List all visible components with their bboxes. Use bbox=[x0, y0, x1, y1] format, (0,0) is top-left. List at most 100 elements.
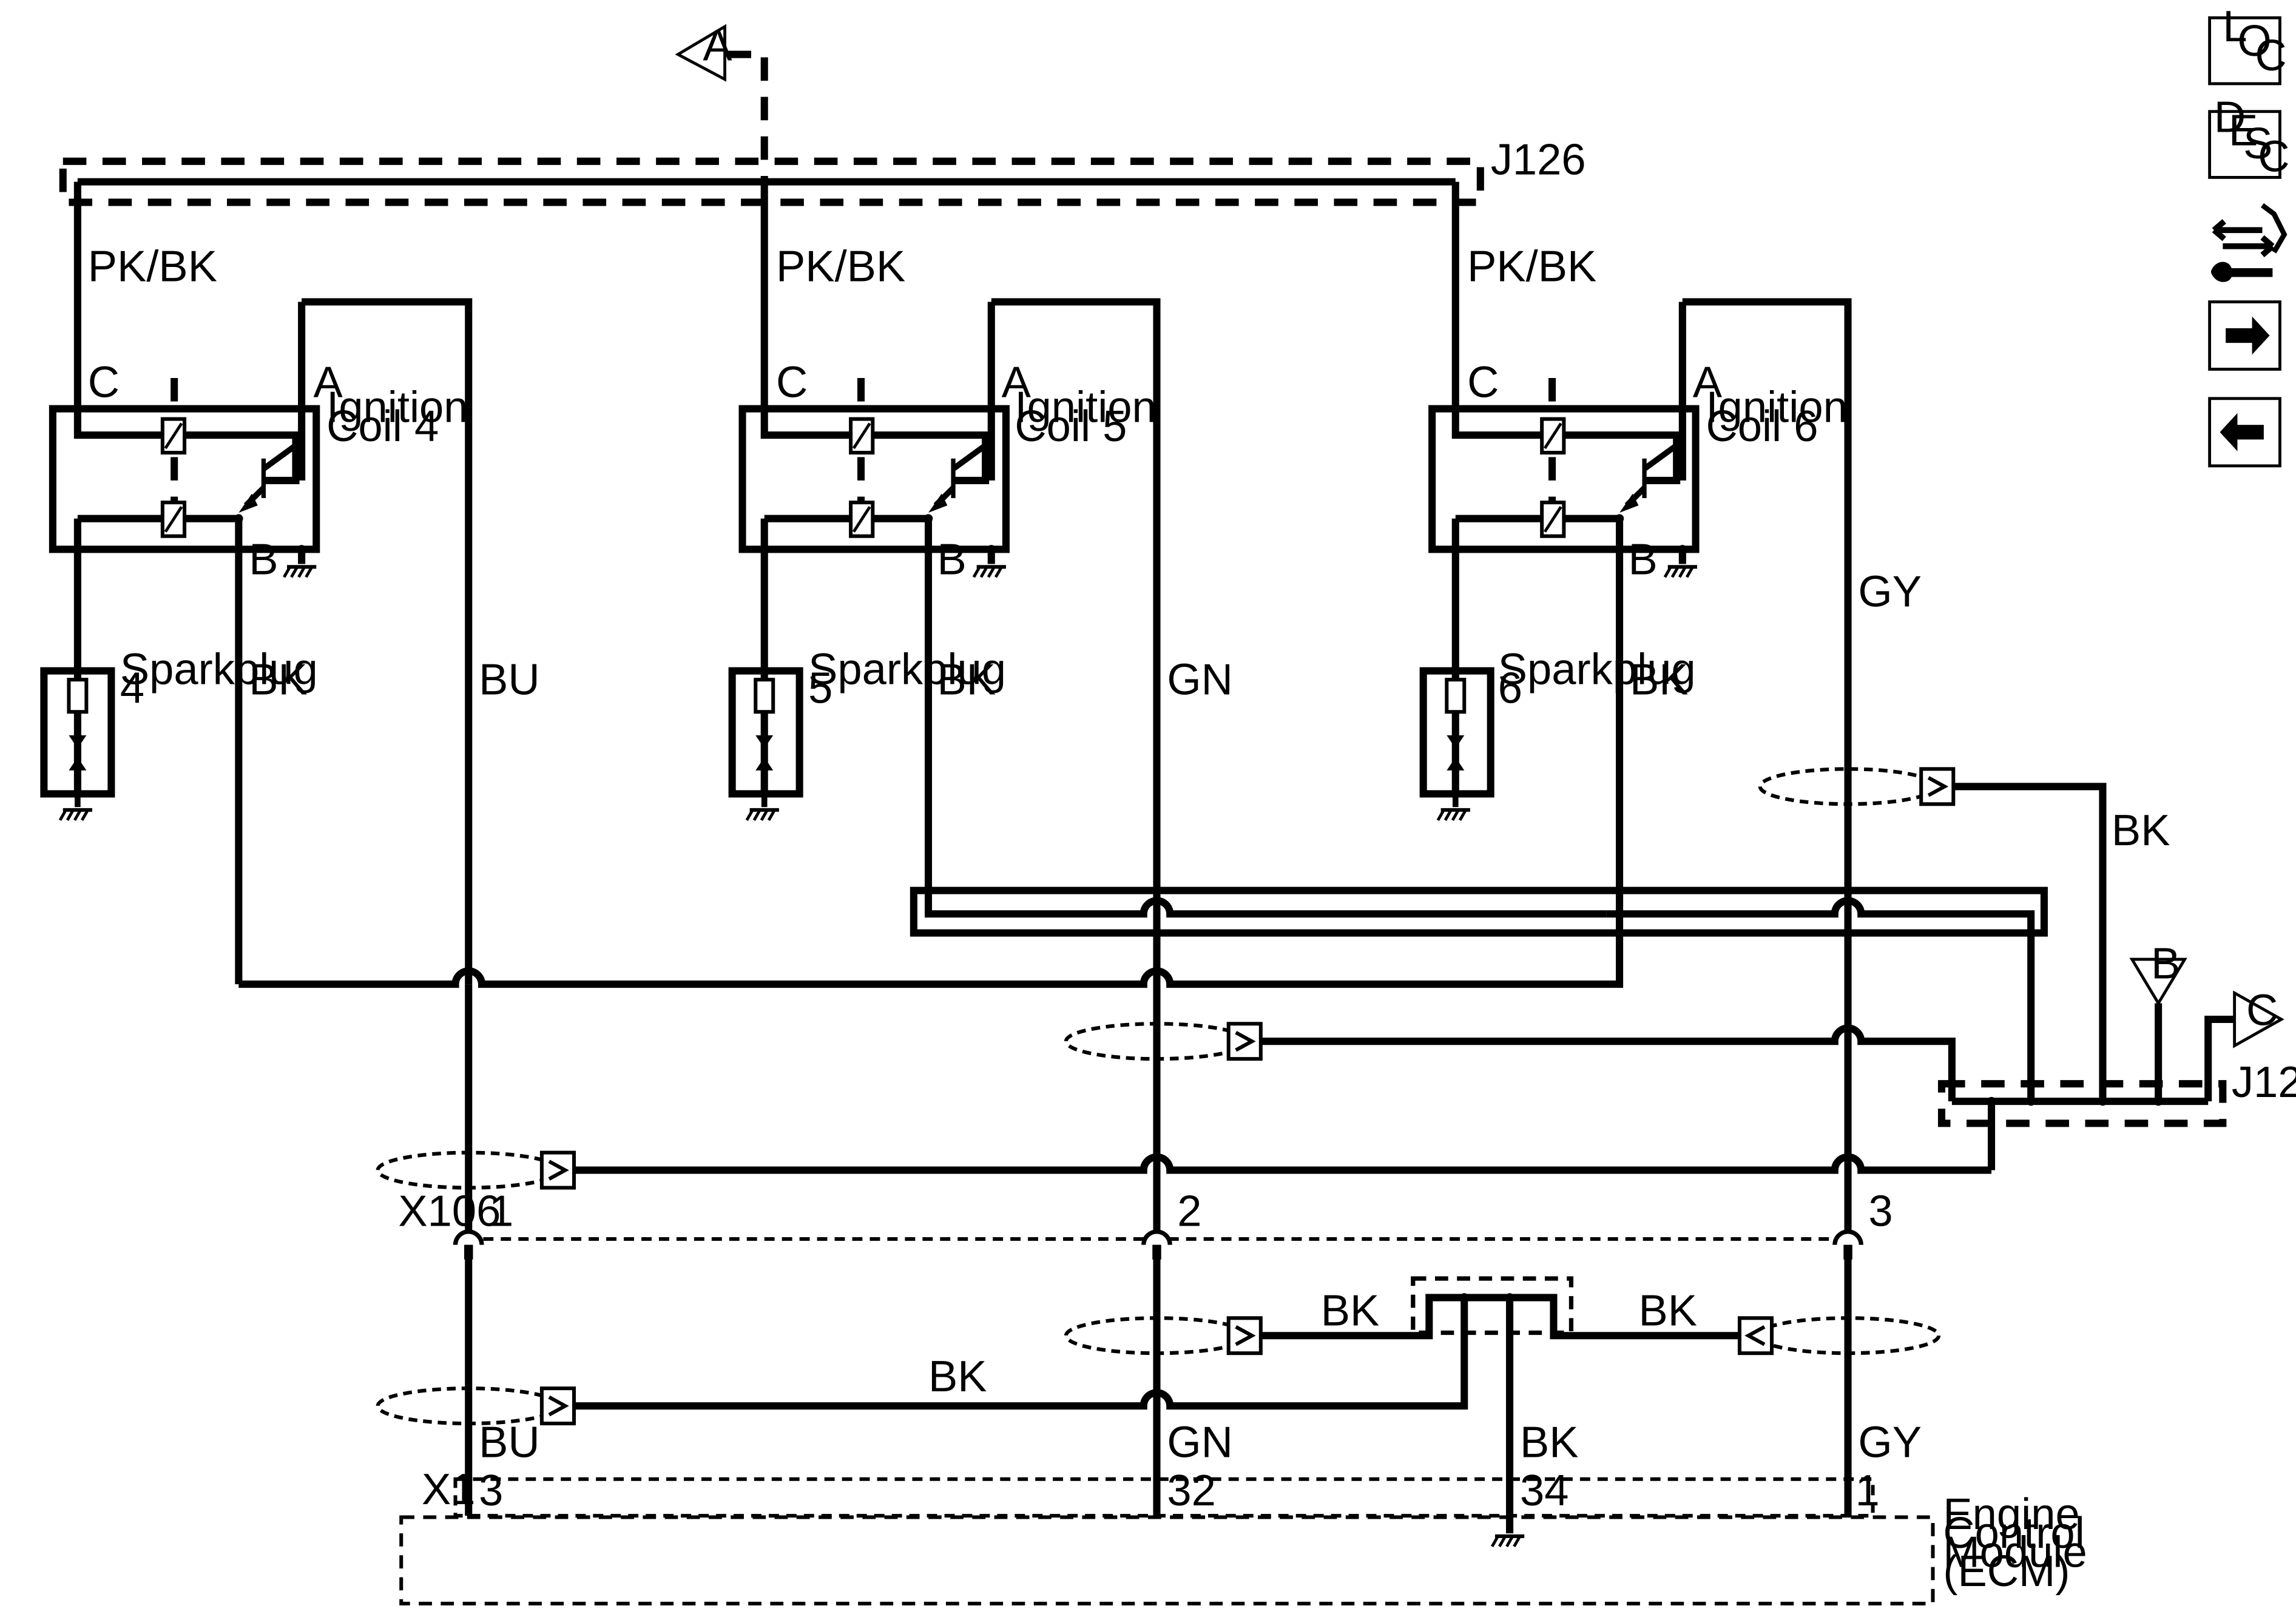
coil4-label-1: Ignition bbox=[326, 382, 468, 431]
coil6-label-1: Ignition bbox=[1706, 382, 1847, 431]
shield-cap-coil5-upper bbox=[1064, 1022, 1263, 1061]
coil4-ground-color: BK bbox=[249, 655, 308, 704]
drain-wire-color: BK bbox=[2112, 806, 2170, 855]
coil5-control-color: GN bbox=[1167, 655, 1233, 704]
drain-wire-bundle bbox=[1606, 897, 2035, 1102]
splice-j127-label: J127 bbox=[2232, 1058, 2296, 1107]
desc-button[interactable]: D E S C bbox=[2208, 93, 2290, 181]
connector-x1 bbox=[453, 1477, 1875, 1518]
coil5-pin-c: C bbox=[776, 357, 808, 407]
shield-ground-splice bbox=[1411, 1276, 1574, 1335]
sparkplug6-label-2: 6 bbox=[1498, 664, 1522, 713]
sparkplug-5: Sparkplug 5 bbox=[728, 644, 1006, 820]
coil6-feed-color: PK/BK bbox=[1467, 242, 1596, 291]
x1-label: X1 bbox=[422, 1465, 476, 1514]
ecm-wire-gn: GN bbox=[1167, 1418, 1233, 1467]
sparkplug-4: Sparkplug 4 bbox=[40, 644, 318, 820]
shield-wire-912 bbox=[1260, 1294, 1740, 1340]
offpage-connector-a[interactable]: A bbox=[675, 21, 732, 82]
next-button[interactable] bbox=[2208, 300, 2281, 371]
sparkplug5-label-2: 5 bbox=[808, 664, 832, 713]
coil6-pin-c: C bbox=[1467, 357, 1499, 407]
svg-text:S: S bbox=[2243, 119, 2272, 168]
coil5-pin-b: B bbox=[937, 535, 966, 584]
svg-text:O: O bbox=[2237, 16, 2271, 66]
ignition-coil-5: C A B Ignition Coil 5 PK/BK BK GN bbox=[738, 181, 1607, 1516]
harness-shield-bundle bbox=[910, 886, 2048, 937]
x1-pin-3: 3 bbox=[479, 1466, 503, 1515]
sparkplug-6: Sparkplug 6 bbox=[1419, 644, 1696, 820]
offpage-b-label: B bbox=[2151, 939, 2180, 988]
shield-cap-coil6 bbox=[1758, 767, 1956, 806]
coil6-label-2: Coil 6 bbox=[1706, 402, 1818, 451]
ecm-label-3: Module bbox=[1943, 1528, 2087, 1577]
coil5-label-2: Coil 5 bbox=[1015, 402, 1127, 451]
coil4-feed-color: PK/BK bbox=[88, 242, 217, 291]
ecm-label-4: (ECM) bbox=[1943, 1547, 2070, 1596]
x106-label: X106 bbox=[398, 1186, 501, 1235]
ignition-coil-6: C A B Ignition Coil 6 PK/BK BK GY bbox=[238, 181, 1922, 1516]
coil5-feed-color: PK/BK bbox=[776, 242, 905, 291]
shield-wire-711 bbox=[1260, 1024, 1956, 1102]
x106-pin-1: 1 bbox=[453, 1186, 513, 1260]
sparkplug5-label-1: Sparkplug bbox=[808, 644, 1006, 694]
ecm-label-2: Control bbox=[1943, 1508, 2084, 1558]
offpage-a-label: A bbox=[703, 21, 732, 70]
left-arrow-icon bbox=[2220, 413, 2264, 451]
x106-pin-2: 2 bbox=[1141, 1186, 1202, 1260]
feed-wire-dashed bbox=[728, 50, 768, 179]
svg-text:E: E bbox=[2229, 106, 2258, 155]
splice-j126 bbox=[59, 157, 1484, 206]
ecm-wire-bu: BU bbox=[479, 1418, 540, 1467]
sparkplug4-label-2: 4 bbox=[120, 664, 144, 713]
x1-pin-32: 32 bbox=[1167, 1466, 1216, 1515]
sparkplug4-label-1: Sparkplug bbox=[120, 644, 318, 694]
coil6-pin-a: A bbox=[1693, 357, 1723, 407]
prev-button[interactable] bbox=[2208, 397, 2281, 468]
splice-j127 bbox=[1937, 1080, 2227, 1127]
coil4-pin-c: C bbox=[88, 357, 120, 407]
right-arrow-icon bbox=[2226, 316, 2270, 355]
splice-j126-label: J126 bbox=[1491, 135, 1586, 184]
svg-text:L: L bbox=[2223, 2, 2247, 51]
coil6-pin-b: B bbox=[1629, 535, 1658, 584]
svg-text:2: 2 bbox=[1177, 1186, 1201, 1235]
ignition-coil-4: C A B Ignition Coil 4 PK/BK BK BU bbox=[49, 181, 540, 985]
coil5-pin-a: A bbox=[1002, 357, 1032, 407]
engine-control-module bbox=[399, 1515, 1935, 1605]
x1-pin-34: 34 bbox=[1520, 1466, 1569, 1515]
shield-bk-label-3: BK bbox=[928, 1352, 987, 1401]
shield-bk-label-2: BK bbox=[1638, 1286, 1697, 1335]
ecm-wire-bk: BK bbox=[1520, 1418, 1579, 1467]
tools-connector-icon[interactable] bbox=[2211, 203, 2288, 282]
coil4-control-color: BU bbox=[479, 655, 540, 704]
coil6-control-color: GY bbox=[1858, 567, 1922, 616]
coil4-pin-a: A bbox=[313, 357, 343, 407]
svg-text:C: C bbox=[2258, 132, 2289, 181]
svg-text:3: 3 bbox=[1868, 1186, 1893, 1235]
x106-pin-3: 3 bbox=[1832, 1186, 1893, 1260]
x1-pin-1: 1 bbox=[1855, 1466, 1880, 1515]
loc-button[interactable]: L O C bbox=[2208, 2, 2287, 86]
svg-text:D: D bbox=[2214, 93, 2246, 142]
ecm-label-1: Engine bbox=[1943, 1490, 2079, 1539]
ecm-wire-gy: GY bbox=[1858, 1418, 1922, 1467]
offpage-connector-b[interactable]: B bbox=[2129, 939, 2187, 1007]
coil4-label-2: Coil 4 bbox=[326, 402, 439, 451]
sparkplug6-label-1: Sparkplug bbox=[1498, 644, 1696, 694]
svg-text:C: C bbox=[2255, 31, 2286, 80]
shield-cap-coil6-lower bbox=[1737, 1316, 1941, 1355]
shield-cap-coil4-upper bbox=[376, 1150, 576, 1190]
shield-wire-799 bbox=[574, 1153, 1992, 1174]
offpage-connector-c[interactable]: C bbox=[2233, 986, 2284, 1048]
coil5-label-1: Ignition bbox=[1015, 382, 1156, 431]
svg-text:1: 1 bbox=[489, 1186, 513, 1235]
drain-wire-j127-bk bbox=[1953, 783, 2107, 1102]
shield-wire-960 bbox=[574, 1297, 1468, 1410]
coil5-ground-color: BK bbox=[937, 655, 996, 704]
coil4-pin-b: B bbox=[249, 535, 278, 584]
shield-cap-coil4-lower bbox=[376, 1386, 576, 1426]
shield-bk-label-1: BK bbox=[1321, 1286, 1380, 1335]
shield-cap-coil5-lower bbox=[1064, 1316, 1263, 1355]
